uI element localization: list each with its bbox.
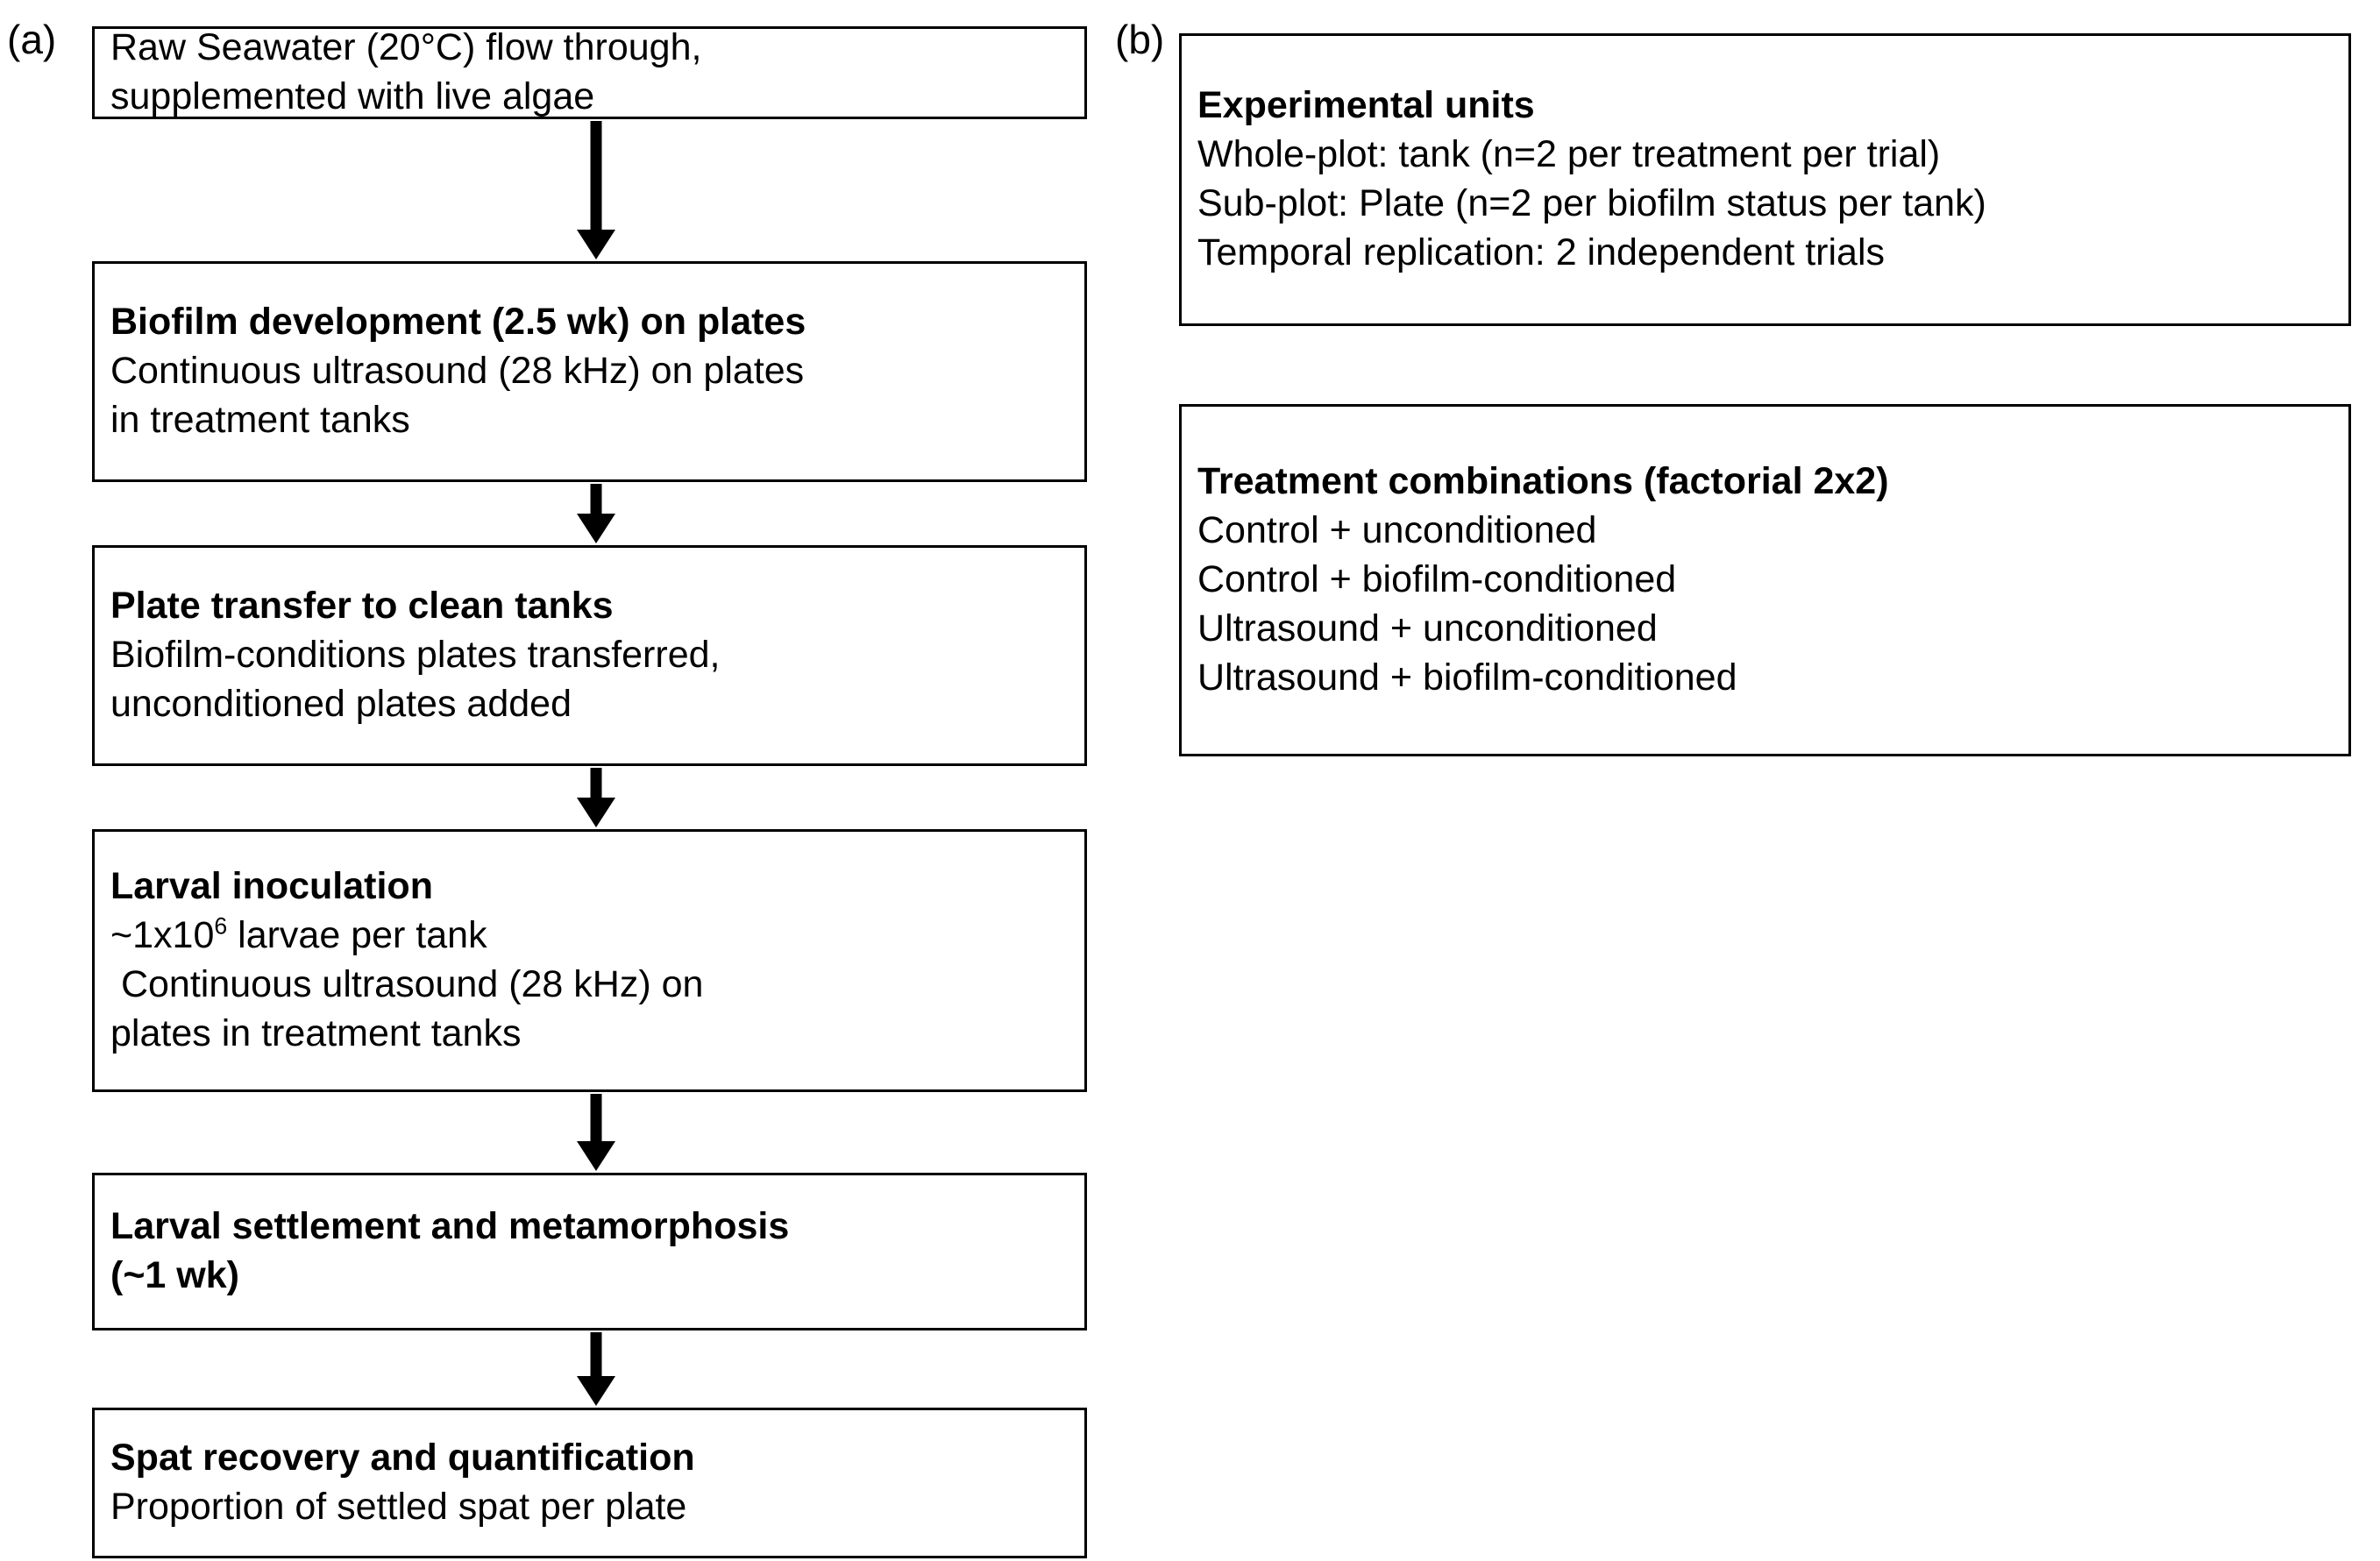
arrow-raw-seawater-to-biofilm	[577, 121, 615, 259]
panel-label-b: (b)	[1115, 17, 1165, 62]
flow-step-spat-recovery-line-1: Spat recovery and quantification	[110, 1437, 695, 1479]
panel-label-a: (a)	[7, 17, 57, 62]
flow-step-raw-seawater-line-1: Raw Seawater (20°C) flow through,	[110, 26, 702, 69]
arrow-inoculation-to-settlement	[577, 1094, 615, 1171]
flow-step-plate-transfer-line-2: Biofilm-conditions plates transferred,	[110, 634, 721, 677]
flow-step-larval-settlement-line-2: (~1 wk)	[110, 1254, 239, 1296]
flow-step-spat-recovery: Spat recovery and quantification Proport…	[92, 1408, 1087, 1558]
flow-step-plate-transfer-line-1: Plate transfer to clean tanks	[110, 585, 614, 628]
info-block-experimental-units: Experimental units Whole-plot: tank (n=2…	[1179, 33, 2351, 326]
flow-step-larval-inoculation-line-1: Larval inoculation	[110, 865, 433, 908]
flow-step-larval-settlement: Larval settlement and metamorphosis (~1 …	[92, 1173, 1087, 1330]
experimental-units-sub-plot: Sub-plot: Plate (n=2 per biofilm status …	[1197, 182, 1986, 224]
flow-step-biofilm-development-line-1: Biofilm development (2.5 wk) on plates	[110, 301, 806, 344]
experimental-units-heading: Experimental units	[1197, 84, 1535, 127]
flow-step-spat-recovery-line-2: Proportion of settled spat per plate	[110, 1486, 687, 1528]
arrow-biofilm-to-plate-transfer	[577, 484, 615, 543]
flow-step-biofilm-development: Biofilm development (2.5 wk) on plates C…	[92, 261, 1087, 482]
flow-step-biofilm-development-line-2: Continuous ultrasound (28 kHz) on plates	[110, 350, 805, 393]
flow-step-raw-seawater: Raw Seawater (20°C) flow through, supple…	[92, 26, 1087, 119]
flow-step-larval-inoculation: Larval inoculation ~1x106 larvae per tan…	[92, 829, 1087, 1092]
experimental-units-temporal-replication: Temporal replication: 2 independent tria…	[1197, 231, 1886, 273]
flow-step-plate-transfer: Plate transfer to clean tanks Biofilm-co…	[92, 545, 1087, 766]
experimental-units-whole-plot: Whole-plot: tank (n=2 per treatment per …	[1197, 133, 1941, 176]
treatment-combination-control-unconditioned: Control + unconditioned	[1197, 509, 1597, 552]
arrow-settlement-to-spat-recovery	[577, 1332, 615, 1406]
flow-step-larval-settlement-line-1: Larval settlement and metamorphosis	[110, 1205, 790, 1248]
larvae-count-suffix: larvae per tank	[227, 914, 487, 957]
larvae-count-base: ~1x10	[110, 914, 215, 957]
info-block-treatment-combinations: Treatment combinations (factorial 2x2) C…	[1179, 404, 2351, 756]
treatment-combination-control-biofilm-conditioned: Control + biofilm-conditioned	[1197, 558, 1677, 601]
flow-step-plate-transfer-line-3: unconditioned plates added	[110, 682, 572, 725]
flow-step-larval-inoculation-line-3: Continuous ultrasound (28 kHz) on	[110, 963, 704, 1005]
flow-step-larval-inoculation-line-2: ~1x106 larvae per tank	[110, 912, 1070, 961]
treatment-combinations-heading: Treatment combinations (factorial 2x2)	[1197, 460, 1889, 503]
larvae-count-exponent: 6	[214, 912, 228, 940]
treatment-combination-ultrasound-biofilm-conditioned: Ultrasound + biofilm-conditioned	[1197, 656, 1737, 699]
flow-step-biofilm-development-line-3: in treatment tanks	[110, 398, 410, 441]
treatment-combination-ultrasound-unconditioned: Ultrasound + unconditioned	[1197, 607, 1658, 649]
arrow-plate-transfer-to-inoculation	[577, 768, 615, 827]
flow-step-raw-seawater-line-2: supplemented with live algae	[110, 75, 595, 117]
flow-step-larval-inoculation-line-4: plates in treatment tanks	[110, 1011, 522, 1054]
